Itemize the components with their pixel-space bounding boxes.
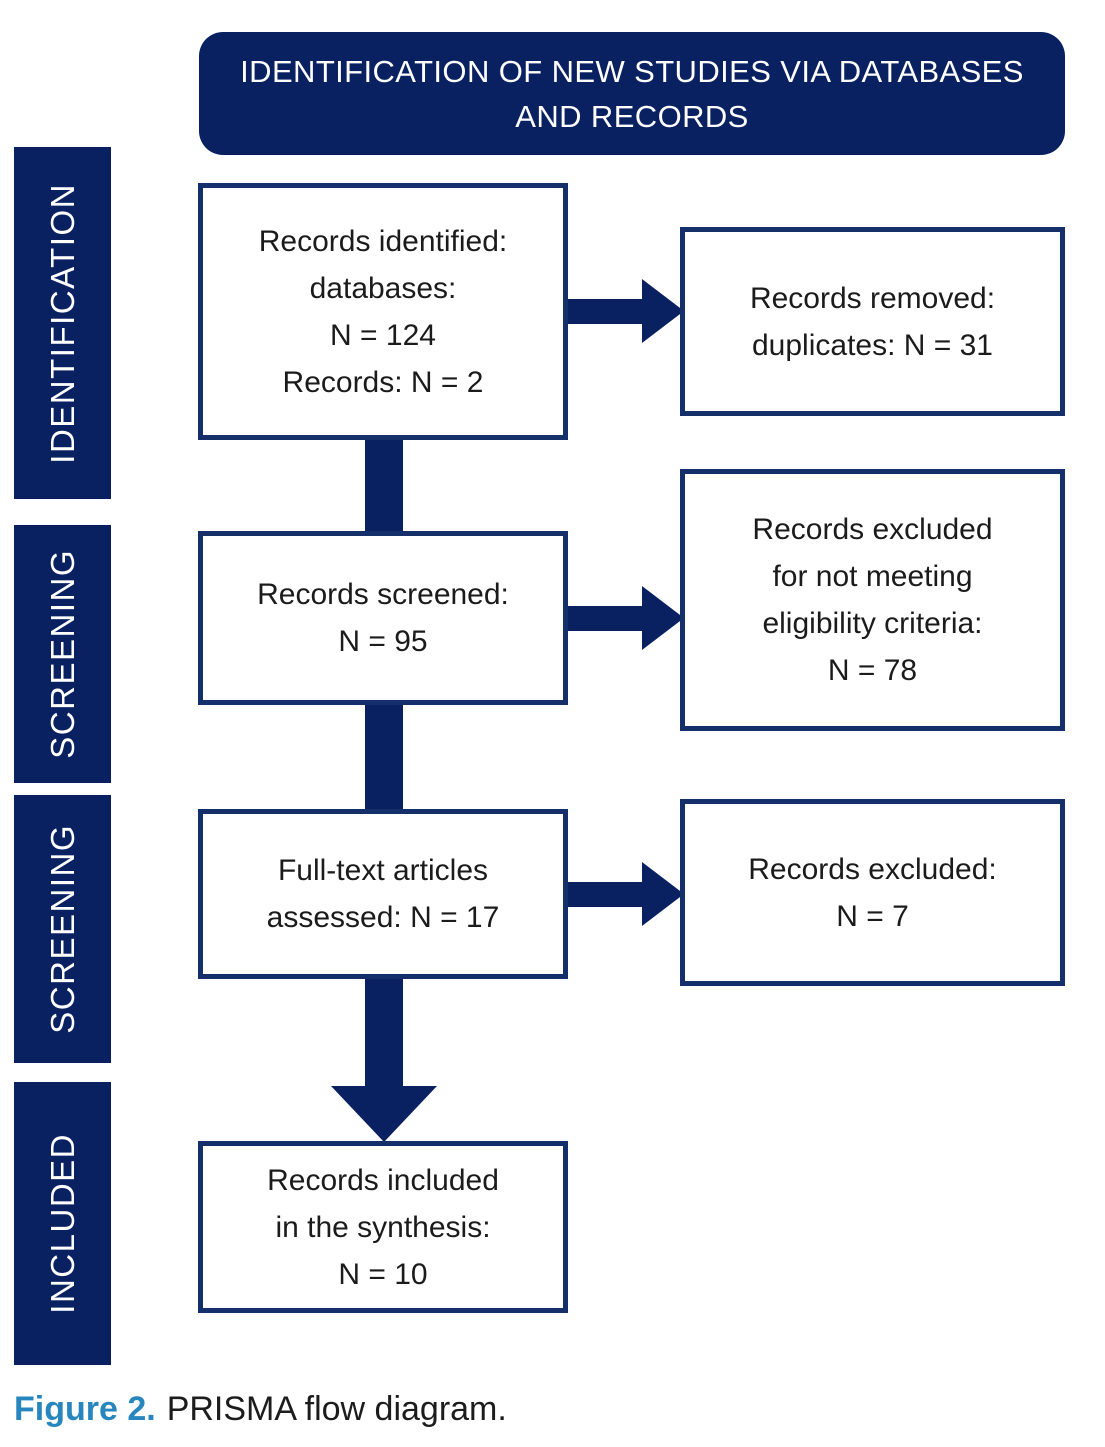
box-text-line: Records identified: xyxy=(258,224,508,258)
arrow-head xyxy=(642,862,684,926)
box-text-line: Records excluded: xyxy=(748,852,997,886)
connector-line xyxy=(365,437,403,534)
arrow-shaft xyxy=(566,882,644,907)
arrow-shaft xyxy=(566,299,644,324)
arrow-right-icon xyxy=(566,586,684,650)
box-text-line: N = 78 xyxy=(827,654,918,687)
box-text-line: Records screened: xyxy=(257,578,509,611)
box-text-line: for not meeting xyxy=(772,560,973,593)
flow-box-records-removed: Records removed: duplicates: N = 31 xyxy=(680,227,1065,416)
diagram-title-banner: IDENTIFICATION OF NEW STUDIES VIA DATABA… xyxy=(199,32,1065,155)
stage-band-identification: IDENTIFICATION xyxy=(14,147,111,499)
box-text-line: Records: N = 2 xyxy=(282,365,484,399)
arrow-head xyxy=(331,1086,437,1142)
stage-label: INCLUDED xyxy=(43,1133,81,1314)
box-text-line: Records excluded xyxy=(752,513,993,546)
box-text-line: N = 124 xyxy=(330,318,436,352)
flow-box-records-included: Records included in the synthesis: N = 1… xyxy=(198,1141,568,1313)
stage-band-included: INCLUDED xyxy=(14,1082,111,1365)
stage-band-screening-2: SCREENING xyxy=(14,795,111,1063)
box-text-line: databases: xyxy=(309,271,457,305)
stage-label: IDENTIFICATION xyxy=(43,182,81,464)
flow-box-records-screened: Records screened: N = 95 xyxy=(198,531,568,705)
arrow-down-icon xyxy=(331,975,437,1142)
flow-box-records-excluded-eligibility: Records excluded for not meeting eligibi… xyxy=(680,469,1065,731)
figure-caption-label: Figure 2. xyxy=(14,1390,156,1428)
arrow-right-icon xyxy=(566,862,684,926)
arrow-head xyxy=(642,279,684,343)
box-text-line: Records included xyxy=(267,1163,499,1197)
box-text-line: N = 95 xyxy=(338,625,428,658)
diagram-title: IDENTIFICATION OF NEW STUDIES VIA DATABA… xyxy=(240,53,1024,134)
figure-caption-text: PRISMA flow diagram. xyxy=(166,1390,507,1428)
flow-box-fulltext-assessed: Full-text articles assessed: N = 17 xyxy=(198,809,568,979)
flow-box-records-excluded: Records excluded: N = 7 xyxy=(680,799,1065,986)
box-text-line: duplicates: N = 31 xyxy=(752,328,993,362)
flow-box-records-identified: Records identified: databases: N = 124 R… xyxy=(198,183,568,440)
figure-caption: Figure 2. PRISMA flow diagram. xyxy=(14,1390,507,1429)
connector-line xyxy=(365,702,403,812)
box-text-line: Records removed: xyxy=(749,281,996,315)
box-text-line: N = 10 xyxy=(338,1257,428,1291)
box-text-line: Full-text articles xyxy=(277,854,489,887)
arrow-head xyxy=(642,586,684,650)
box-text-line: assessed: N = 17 xyxy=(266,901,500,934)
arrow-shaft xyxy=(365,975,403,1087)
box-text-line: in the synthesis: xyxy=(275,1210,491,1244)
arrow-shaft xyxy=(566,606,644,631)
stage-band-screening-1: SCREENING xyxy=(14,525,111,783)
stage-label: SCREENING xyxy=(43,549,81,759)
box-text-line: eligibility criteria: xyxy=(762,607,983,640)
box-text-line: N = 7 xyxy=(836,899,909,933)
arrow-right-icon xyxy=(566,279,684,343)
stage-label: SCREENING xyxy=(43,824,81,1034)
